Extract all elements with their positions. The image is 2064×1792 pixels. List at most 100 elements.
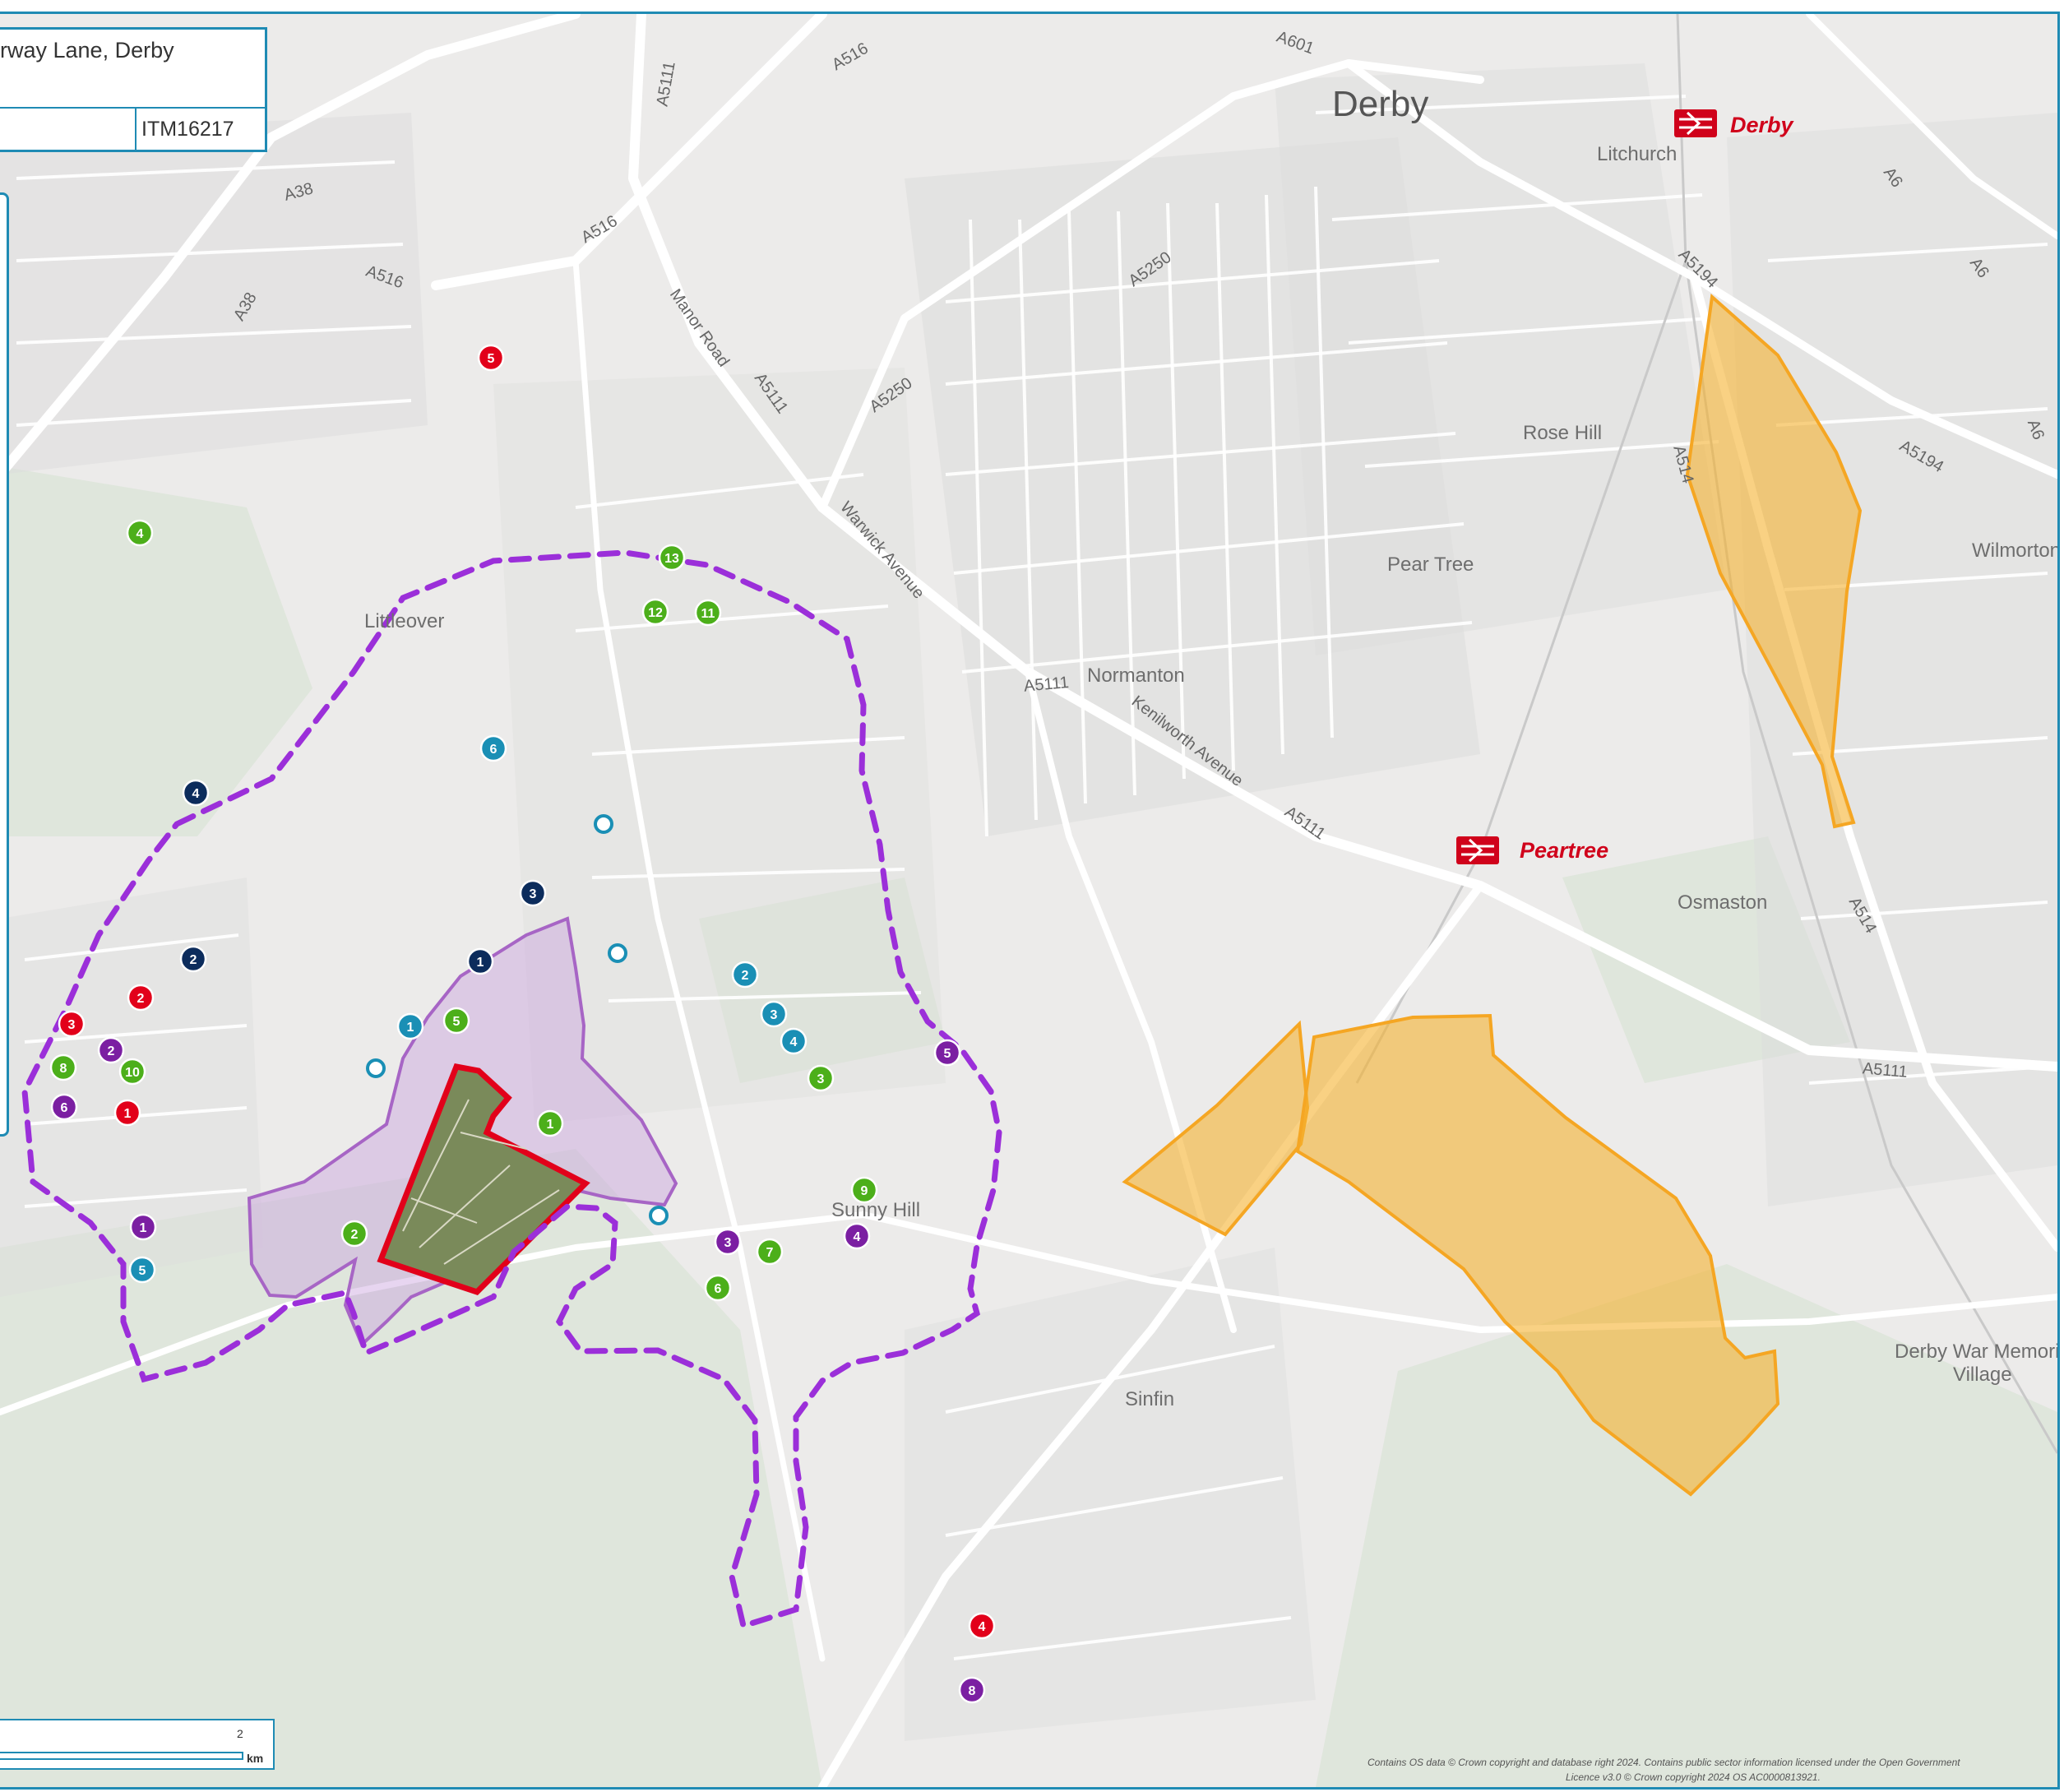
red-marker-4[interactable]: 4 <box>968 1612 996 1640</box>
green-marker-6[interactable]: 6 <box>704 1274 732 1302</box>
road-label: A601 <box>1274 28 1316 58</box>
place-label: Osmaston <box>1678 891 1767 914</box>
bus-stop-icon <box>649 1206 669 1225</box>
marker-label: 2 <box>108 1044 115 1058</box>
navy-marker-4[interactable]: 4 <box>182 779 210 807</box>
marker-label: 3 <box>724 1236 732 1250</box>
red-marker-1[interactable]: 1 <box>113 1099 141 1127</box>
attribution-line: Contains OS data © Crown copyright and d… <box>1368 1757 1960 1768</box>
rail-station-icon[interactable] <box>1456 836 1499 864</box>
navy-marker-1[interactable]: 1 <box>466 947 494 975</box>
map-title: rway Lane, Derby <box>0 38 174 63</box>
built-up-areas <box>0 63 2057 1741</box>
place-label: Derby War Memorial <box>1895 1341 2057 1363</box>
green-marker-13[interactable]: 13 <box>658 544 686 572</box>
marker-label: 8 <box>60 1062 67 1076</box>
marker-label: 11 <box>701 607 715 621</box>
marker-label: 5 <box>453 1015 460 1029</box>
green-marker-2[interactable]: 2 <box>340 1220 368 1248</box>
marker-label: 4 <box>854 1230 861 1244</box>
marker-label: 3 <box>530 887 537 901</box>
site-layout <box>402 1099 560 1265</box>
isochrone-boundary <box>21 549 1002 1630</box>
marker-label: 1 <box>124 1107 132 1121</box>
red-marker-2[interactable]: 2 <box>127 984 155 1012</box>
red-marker-3[interactable]: 3 <box>58 1010 86 1038</box>
green-marker-12[interactable]: 12 <box>641 598 669 626</box>
scale-bar <box>0 1752 243 1760</box>
place-label: Littleover <box>364 610 444 632</box>
drawing-reference: ITM16217 <box>135 109 265 150</box>
road-label: A5111 <box>653 60 678 108</box>
green-marker-8[interactable]: 8 <box>49 1053 77 1081</box>
place-label: Litchurch <box>1597 143 1677 165</box>
attribution-line: Licence v3.0 © Crown copyright 2024 OS A… <box>1566 1771 1821 1783</box>
marker-label: 13 <box>664 552 679 566</box>
main-roads <box>0 14 2057 1787</box>
employment-area-south <box>1295 1013 1780 1497</box>
teal-marker-1[interactable]: 1 <box>396 1012 424 1040</box>
teal-marker-3[interactable]: 3 <box>760 1000 788 1028</box>
red-marker-5[interactable]: 5 <box>477 344 505 372</box>
marker-label: 6 <box>490 743 497 757</box>
marker-label: 6 <box>715 1282 722 1296</box>
teal-marker-4[interactable]: 4 <box>780 1027 808 1055</box>
place-label: Rose Hill <box>1523 422 1602 444</box>
title-panel: rway Lane, Derby ITM16217 <box>0 27 267 152</box>
marker-label: 6 <box>61 1101 68 1115</box>
green-marker-3[interactable]: 3 <box>807 1064 835 1092</box>
bus-stop-icon <box>366 1058 386 1078</box>
marker-label: 1 <box>477 956 484 970</box>
teal-marker-6[interactable]: 6 <box>479 734 507 762</box>
place-label: Village <box>1953 1364 2012 1386</box>
place-label: Pear Tree <box>1387 553 1474 576</box>
legend-panel-edge <box>0 192 9 1137</box>
green-marker-4[interactable]: 4 <box>126 519 154 547</box>
teal-marker-2[interactable]: 2 <box>731 961 759 989</box>
green-marker-7[interactable]: 7 <box>756 1238 784 1266</box>
bus-stop-icon <box>608 943 627 963</box>
purple-marker-6[interactable]: 6 <box>50 1093 78 1121</box>
green-marker-1[interactable]: 1 <box>536 1109 564 1137</box>
place-label: Normanton <box>1087 664 1185 687</box>
purple-marker-4[interactable]: 4 <box>843 1222 871 1250</box>
purple-marker-8[interactable]: 8 <box>958 1676 986 1704</box>
marker-label: 5 <box>944 1047 951 1061</box>
green-marker-9[interactable]: 9 <box>850 1176 878 1204</box>
employment-area-north <box>1685 294 1863 829</box>
road-label: A516 <box>829 39 871 74</box>
purple-marker-5[interactable]: 5 <box>933 1039 961 1067</box>
marker-label: 2 <box>742 969 749 983</box>
scale-bar-panel: 2 km <box>0 1719 275 1770</box>
parkland <box>0 466 2057 1787</box>
marker-label: 1 <box>140 1221 147 1235</box>
marker-label: 7 <box>766 1246 774 1260</box>
green-marker-10[interactable]: 10 <box>118 1058 146 1086</box>
purple-marker-1[interactable]: 1 <box>129 1213 157 1241</box>
station-label: Derby <box>1730 113 1795 137</box>
marker-label: 5 <box>488 352 495 366</box>
marker-label: 10 <box>125 1066 140 1080</box>
rail-station-icon[interactable] <box>1674 109 1717 137</box>
green-marker-5[interactable]: 5 <box>442 1007 470 1035</box>
purple-marker-2[interactable]: 2 <box>97 1036 125 1064</box>
map-canvas[interactable]: Derby Litchurch Rose Hill Pear Tree Wilm… <box>0 14 2057 1787</box>
place-label: Sunny Hill <box>831 1199 920 1221</box>
scale-value: 2 <box>237 1727 243 1740</box>
marker-label: 1 <box>547 1118 554 1132</box>
bus-stops[interactable] <box>366 814 669 1225</box>
teal-marker-5[interactable]: 5 <box>128 1256 156 1284</box>
map-frame[interactable]: Derby Litchurch Rose Hill Pear Tree Wilm… <box>0 12 2060 1790</box>
marker-label: 4 <box>137 527 144 541</box>
purple-marker-3[interactable]: 3 <box>714 1228 742 1256</box>
marker-label: 1 <box>407 1021 414 1035</box>
navy-marker-2[interactable]: 2 <box>179 945 207 973</box>
marker-label: 12 <box>648 606 663 620</box>
marker-label: 4 <box>979 1620 986 1634</box>
marker-label: 2 <box>190 953 197 967</box>
navy-marker-3[interactable]: 3 <box>519 879 547 907</box>
marker-label: 3 <box>68 1018 76 1032</box>
green-marker-11[interactable]: 11 <box>694 599 722 627</box>
place-label: Sinfin <box>1125 1388 1174 1410</box>
